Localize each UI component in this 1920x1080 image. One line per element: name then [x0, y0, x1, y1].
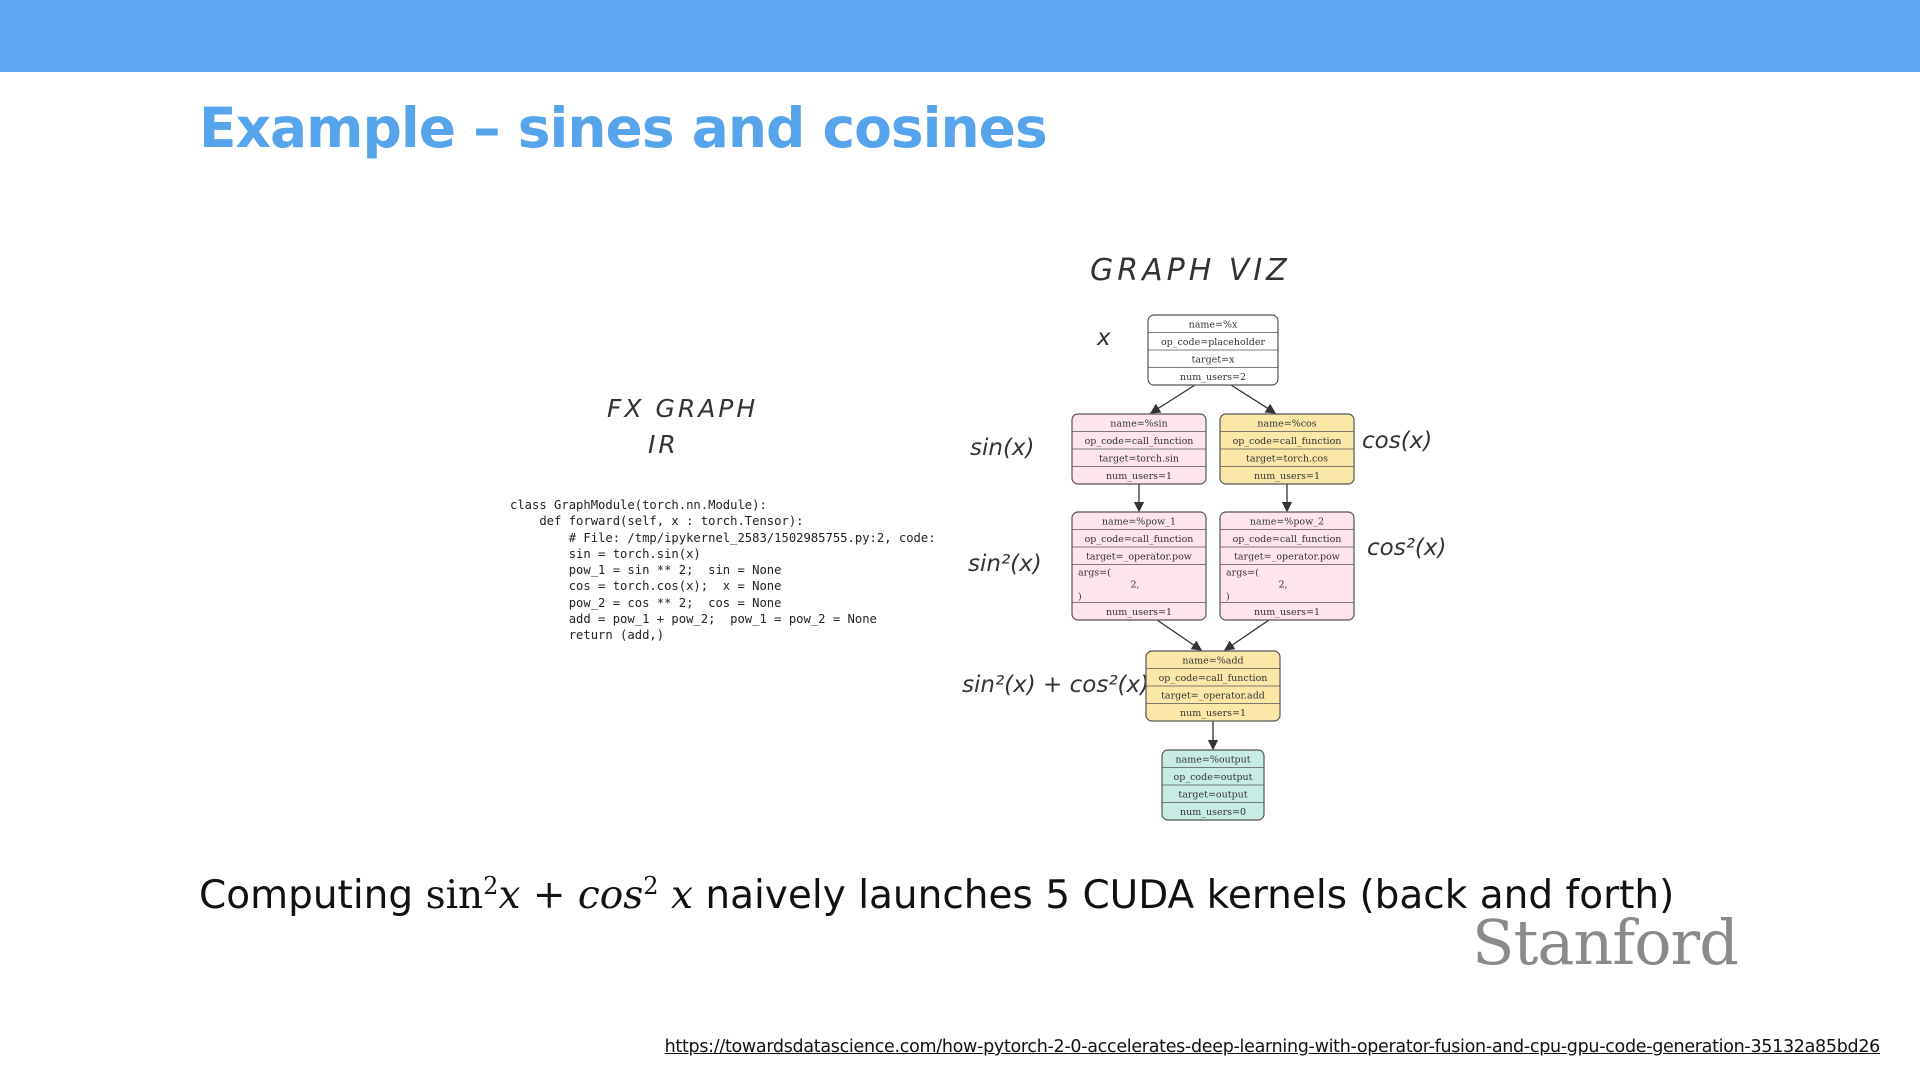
annotation-cos: cos(x) [1362, 428, 1433, 454]
graph-edge-pow_1-add [1156, 619, 1203, 651]
caption-after: naively launches 5 CUDA kernels (back an… [692, 873, 1675, 918]
caption-sup-2: 2 [643, 872, 659, 900]
graph-node-row: args=( [1226, 568, 1259, 579]
graph-node-row: num_users=1 [1106, 607, 1172, 618]
annotation-cos-squared: cos²(x) [1367, 535, 1447, 561]
fx-graph-code: class GraphModule(torch.nn.Module): def … [510, 498, 936, 643]
graph-node-row: 2, [1278, 580, 1287, 591]
graph-edge-x-sin [1149, 384, 1196, 414]
graph-node-row: target=x [1192, 354, 1236, 365]
annotation-sin: sin(x) [970, 435, 1035, 461]
graph-node-row: args=( [1078, 568, 1111, 579]
graph-node-row: name=%pow_1 [1102, 516, 1176, 527]
caption-sup-1: 2 [483, 872, 499, 900]
graph-node-pow_1: name=%pow_1 op_code=call_function target=_… [1071, 511, 1207, 621]
graph-node-x: name=%x op_code=placeholder target=x num_us… [1147, 314, 1279, 386]
graph-node-row: name=%add [1182, 655, 1243, 666]
graph-node-row: op_code=call_function [1085, 534, 1194, 545]
graph-node-row: target=_operator.pow [1234, 551, 1340, 562]
graph-node-row: num_users=1 [1254, 607, 1320, 618]
graph-node-cos: name=%cos op_code=call_function target=tor… [1219, 413, 1355, 485]
graphviz-label: GRAPH VIZ [1090, 253, 1291, 288]
stanford-logo: Stanford [1472, 906, 1739, 979]
graph-node-row: num_users=1 [1180, 708, 1246, 719]
graph-node-row: target=_operator.add [1161, 690, 1265, 701]
graph-node-row: name=%pow_2 [1250, 516, 1324, 527]
graph-node-row: target=torch.sin [1099, 453, 1179, 464]
graph-node-row: num_users=0 [1180, 807, 1246, 818]
graph-node-row: op_code=call_function [1159, 673, 1268, 684]
graph-node-output: name=%output op_code=output target=output n… [1161, 749, 1265, 821]
graph-edge-x-cos [1230, 384, 1277, 414]
graph-node-row: name=%sin [1110, 418, 1167, 429]
annotation-sum: sin²(x) + cos²(x) [962, 672, 1150, 698]
graph-node-row: ) [1078, 592, 1082, 603]
caption-math-x1: x + cos [498, 873, 644, 918]
source-link[interactable]: https://towardsdatascience.com/how-pytor… [664, 1037, 1881, 1057]
graph-node-row: target=_operator.pow [1086, 551, 1192, 562]
graph-node-row: op_code=call_function [1233, 436, 1342, 447]
graph-node-row: op_code=placeholder [1161, 337, 1266, 348]
annotation-sin-squared: sin²(x) [968, 551, 1042, 577]
graph-node-row: op_code=output [1174, 772, 1253, 783]
caption: Computing sin2x + cos2 x naively launche… [199, 872, 1674, 918]
annotation-x: x [1097, 325, 1111, 351]
graph-node-row: name=%x [1189, 319, 1238, 330]
graph-node-row: num_users=1 [1106, 471, 1172, 482]
fx-graph-label: FX GRAPH [607, 394, 759, 423]
graph-node-add: name=%add op_code=call_function target=_op… [1145, 650, 1281, 722]
graph-node-row: name=%cos [1257, 418, 1316, 429]
caption-math-sin: sin [425, 873, 484, 918]
graph-node-row: op_code=call_function [1233, 534, 1342, 545]
fx-graph-ir-label: IR [648, 430, 679, 459]
graph-node-row: target=output [1178, 789, 1247, 800]
graph-node-row: num_users=2 [1180, 372, 1246, 383]
caption-math-x2: x [658, 873, 693, 918]
graph-node-row: ) [1226, 592, 1230, 603]
graph-edge-pow_2-add [1223, 619, 1270, 651]
graph-node-row: 2, [1130, 580, 1139, 591]
graph-node-sin: name=%sin op_code=call_function target=tor… [1071, 413, 1207, 485]
graph-node-row: target=torch.cos [1246, 453, 1328, 464]
graph-node-pow_2: name=%pow_2 op_code=call_function target=_… [1219, 511, 1355, 621]
caption-before: Computing [199, 873, 426, 918]
slide-title: Example – sines and cosines [199, 96, 1048, 160]
graph-node-row: name=%output [1175, 754, 1250, 765]
top-banner [0, 0, 1920, 72]
graph-node-row: op_code=call_function [1085, 436, 1194, 447]
graph-node-row: num_users=1 [1254, 471, 1320, 482]
